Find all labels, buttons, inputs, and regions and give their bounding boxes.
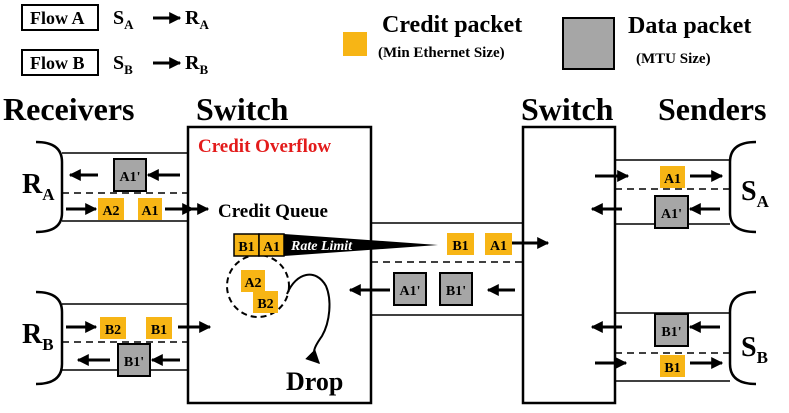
drop-path-arrow [286, 273, 331, 364]
credit-packet: A2 [98, 198, 124, 220]
data-packet: A1' [654, 195, 689, 229]
rb-label: RB [22, 319, 54, 354]
data-packet-size: (MTU Size) [636, 51, 711, 67]
drop-label: Drop [286, 367, 343, 396]
credit-packet: A1 [258, 233, 285, 257]
data-swatch [562, 17, 615, 70]
data-packet: B1' [439, 272, 473, 306]
svg-text:A1': A1' [661, 207, 682, 222]
rate-limit-label: Rate Limit [290, 239, 353, 254]
data-packet: B1' [117, 343, 151, 377]
credit-packet: B1 [447, 233, 474, 255]
arrows [66, 169, 724, 369]
flow-b-destination: RB [185, 52, 208, 77]
credit-packet: B1 [146, 317, 172, 339]
sender-sa: SA [728, 140, 770, 234]
svg-text:B1: B1 [452, 239, 468, 254]
flow-a-label: Flow A [30, 8, 85, 28]
flow-b-source: SB [113, 52, 133, 77]
svg-text:A2: A2 [102, 204, 119, 219]
credit-packet: B1 [233, 233, 260, 257]
credit-packet: B2 [100, 317, 126, 339]
svg-text:B2: B2 [105, 323, 121, 338]
data-packet: A1' [393, 272, 427, 306]
flow-a-destination: RA [185, 7, 209, 32]
sa-label: SA [741, 176, 770, 211]
legend-data-packet: Data packet (MTU Size) [562, 13, 751, 70]
flow-a-source: SA [113, 7, 134, 32]
data-packet: B1' [654, 313, 689, 347]
flow-b-label: Flow B [30, 53, 85, 73]
svg-text:A2: A2 [244, 276, 261, 291]
receivers-heading: Receivers [3, 91, 134, 127]
sender-sb: SB [728, 290, 768, 386]
data-packet: A1' [113, 158, 147, 192]
packets: A1' A2 A1 B1 A1 A2 B2 [98, 158, 689, 377]
svg-text:B1: B1 [664, 361, 680, 376]
svg-text:B2: B2 [257, 297, 273, 312]
data-packet-title: Data packet [628, 13, 751, 39]
credit-packet: A1 [485, 233, 512, 255]
credit-queue-label: Credit Queue [218, 201, 328, 222]
credit-packet: B1 [660, 355, 685, 377]
receiver-rb: RB [22, 290, 64, 386]
credit-packet-size: (Min Ethernet Size) [378, 45, 505, 61]
legend: Flow A SA RA Flow B SB RB Credit packet … [21, 4, 751, 77]
credit-packet: A1 [660, 166, 685, 188]
credit-packet-title: Credit packet [382, 12, 522, 38]
left-switch-heading: Switch [196, 91, 289, 127]
ra-label: RA [22, 169, 55, 204]
right-switch-box [521, 125, 617, 405]
svg-text:A1: A1 [141, 204, 158, 219]
svg-text:A1': A1' [120, 170, 141, 185]
credit-packet: A1 [138, 198, 162, 220]
svg-text:B1: B1 [238, 240, 254, 255]
right-switch-heading: Switch [521, 91, 614, 127]
legend-flow-a: Flow A SA RA [21, 4, 209, 32]
rate-limiter-wedge [284, 234, 438, 256]
senders-heading: Senders [658, 91, 766, 127]
legend-flow-b: Flow B SB RB [21, 49, 208, 77]
credit-swatch [343, 32, 367, 56]
svg-text:B1': B1' [446, 284, 466, 299]
legend-credit-packet: Credit packet (Min Ethernet Size) [343, 12, 522, 61]
link-switch-switch [371, 222, 523, 316]
credit-packet: B2 [253, 291, 278, 313]
credit-packet: A2 [241, 270, 265, 292]
svg-text:A1: A1 [490, 239, 507, 254]
receiver-ra: RA [22, 140, 64, 234]
svg-text:B1': B1' [661, 325, 681, 340]
svg-text:B1': B1' [124, 355, 144, 370]
svg-text:A1: A1 [263, 240, 280, 255]
svg-text:B1: B1 [151, 323, 167, 338]
svg-text:A1: A1 [664, 172, 681, 187]
svg-text:A1': A1' [400, 284, 421, 299]
sb-label: SB [741, 332, 768, 367]
credit-overflow-label: Credit Overflow [198, 136, 331, 157]
link-ra [62, 152, 188, 222]
